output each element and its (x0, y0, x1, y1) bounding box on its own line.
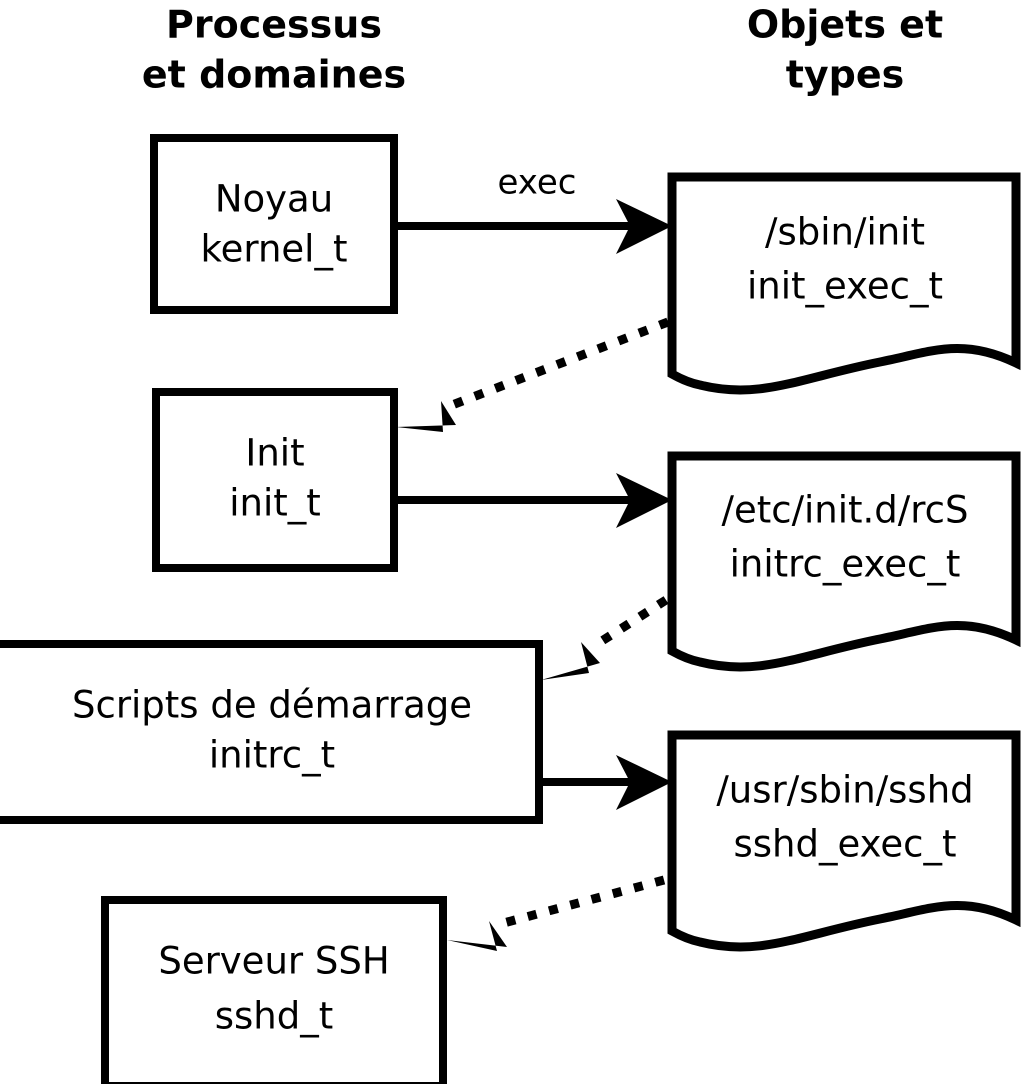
edge-kernel-to-init-exec: exec (394, 163, 672, 254)
right-column-title-line1: Objets et (747, 3, 943, 47)
edge-sshd-exec-to-sshd-arrowhead (447, 921, 507, 951)
left-column-title-line2: et domaines (142, 53, 406, 97)
edge-init-exec-to-init (396, 317, 670, 432)
object-node-init-exec[interactable]: /sbin/init init_exec_t (667, 172, 1021, 395)
object-node-initrc-exec-line1: /etc/init.d/rcS (721, 489, 968, 532)
object-node-init-exec-shape (667, 172, 1021, 395)
process-node-sshd-line2: sshd_t (215, 995, 334, 1038)
edge-initrc-to-sshd-exec (539, 755, 672, 810)
process-node-kernel-line1: Noyau (215, 178, 333, 221)
edge-initrc-exec-to-initrc-line (591, 596, 669, 650)
object-node-initrc-exec-shape (667, 451, 1021, 672)
process-node-init[interactable]: Init init_t (152, 388, 398, 572)
object-node-init-exec-line2: init_exec_t (747, 265, 943, 308)
process-node-kernel-shape (150, 134, 398, 314)
process-node-sshd-shape (101, 896, 447, 1084)
object-node-sshd-exec[interactable]: /usr/sbin/sshd sshd_exec_t (667, 730, 1021, 952)
process-node-init-line1: Init (245, 432, 304, 475)
process-node-initrc-line2: initrc_t (209, 734, 335, 777)
process-node-sshd[interactable]: Serveur SSH sshd_t (101, 896, 447, 1084)
edge-init-exec-to-init-line (445, 317, 670, 412)
process-node-initrc-line1: Scripts de démarrage (72, 684, 472, 727)
process-node-init-shape (152, 388, 398, 572)
left-column-title-line1: Processus (166, 3, 382, 47)
object-node-initrc-exec[interactable]: /etc/init.d/rcS initrc_exec_t (667, 451, 1021, 672)
process-node-initrc-shape (0, 640, 543, 824)
edge-label-exec: exec (497, 163, 576, 203)
edge-init-to-initrc-exec (394, 473, 672, 528)
edge-initrc-exec-to-initrc-arrowhead (541, 642, 600, 680)
edge-sshd-exec-to-sshd (447, 875, 666, 951)
object-node-sshd-exec-line2: sshd_exec_t (734, 823, 957, 866)
edge-init-to-initrc-exec-arrowhead (616, 473, 672, 528)
process-node-kernel[interactable]: Noyau kernel_t (150, 134, 398, 314)
edge-initrc-exec-to-initrc (541, 596, 669, 680)
process-node-init-line2: init_t (229, 482, 321, 525)
edge-init-exec-to-init-arrowhead (396, 401, 456, 432)
object-node-initrc-exec-line2: initrc_exec_t (730, 543, 961, 586)
edge-initrc-to-sshd-exec-arrowhead (616, 755, 672, 810)
process-node-initrc[interactable]: Scripts de démarrage initrc_t (0, 640, 543, 824)
object-node-sshd-exec-shape (667, 730, 1021, 952)
object-node-init-exec-line1: /sbin/init (765, 211, 925, 254)
right-column-title-line2: types (786, 53, 905, 97)
edge-sshd-exec-to-sshd-line (498, 875, 666, 929)
process-node-kernel-line2: kernel_t (201, 228, 348, 271)
edge-kernel-to-init-exec-arrowhead (616, 199, 672, 254)
process-node-sshd-line1: Serveur SSH (158, 940, 389, 983)
object-node-sshd-exec-line1: /usr/sbin/sshd (716, 769, 973, 812)
